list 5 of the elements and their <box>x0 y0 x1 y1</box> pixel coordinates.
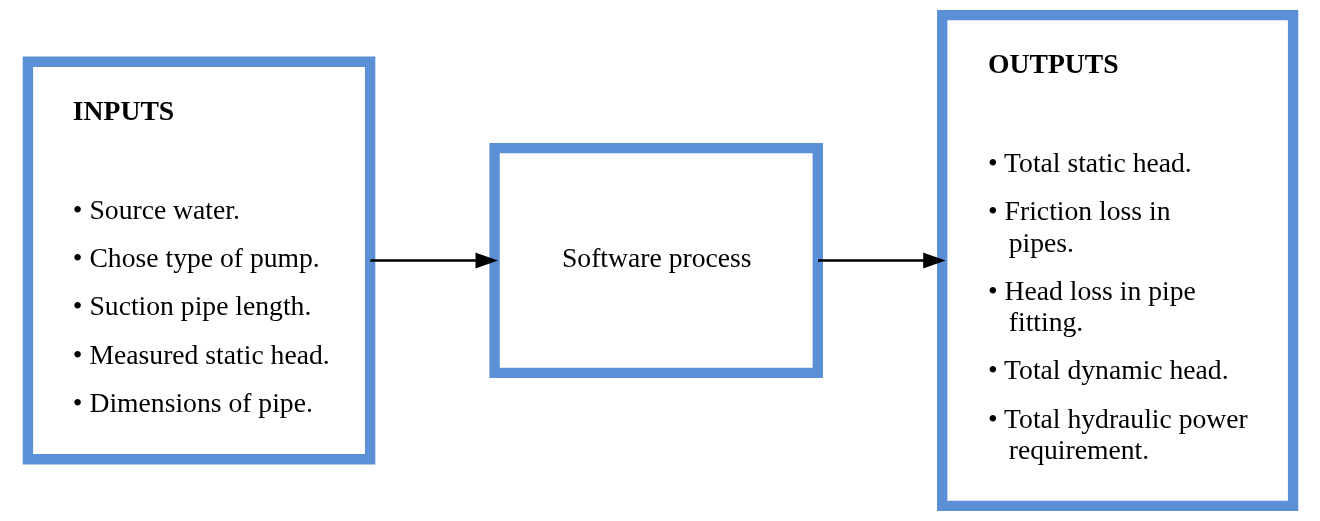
arrow <box>817 252 946 269</box>
node-box: Software process <box>488 142 823 379</box>
arrow <box>369 252 498 269</box>
node-box: INPUTS • Source water. • Chose type of pump. • Suction pipe length. • Measured static head. • Dimensions of pipe. <box>22 56 375 465</box>
node-box: OUTPUTS • Total static head. • Friction loss in pipes. • Head loss in pipe fitting. • Total dynamic head. • Total hydraulic power requirement. <box>936 9 1298 512</box>
